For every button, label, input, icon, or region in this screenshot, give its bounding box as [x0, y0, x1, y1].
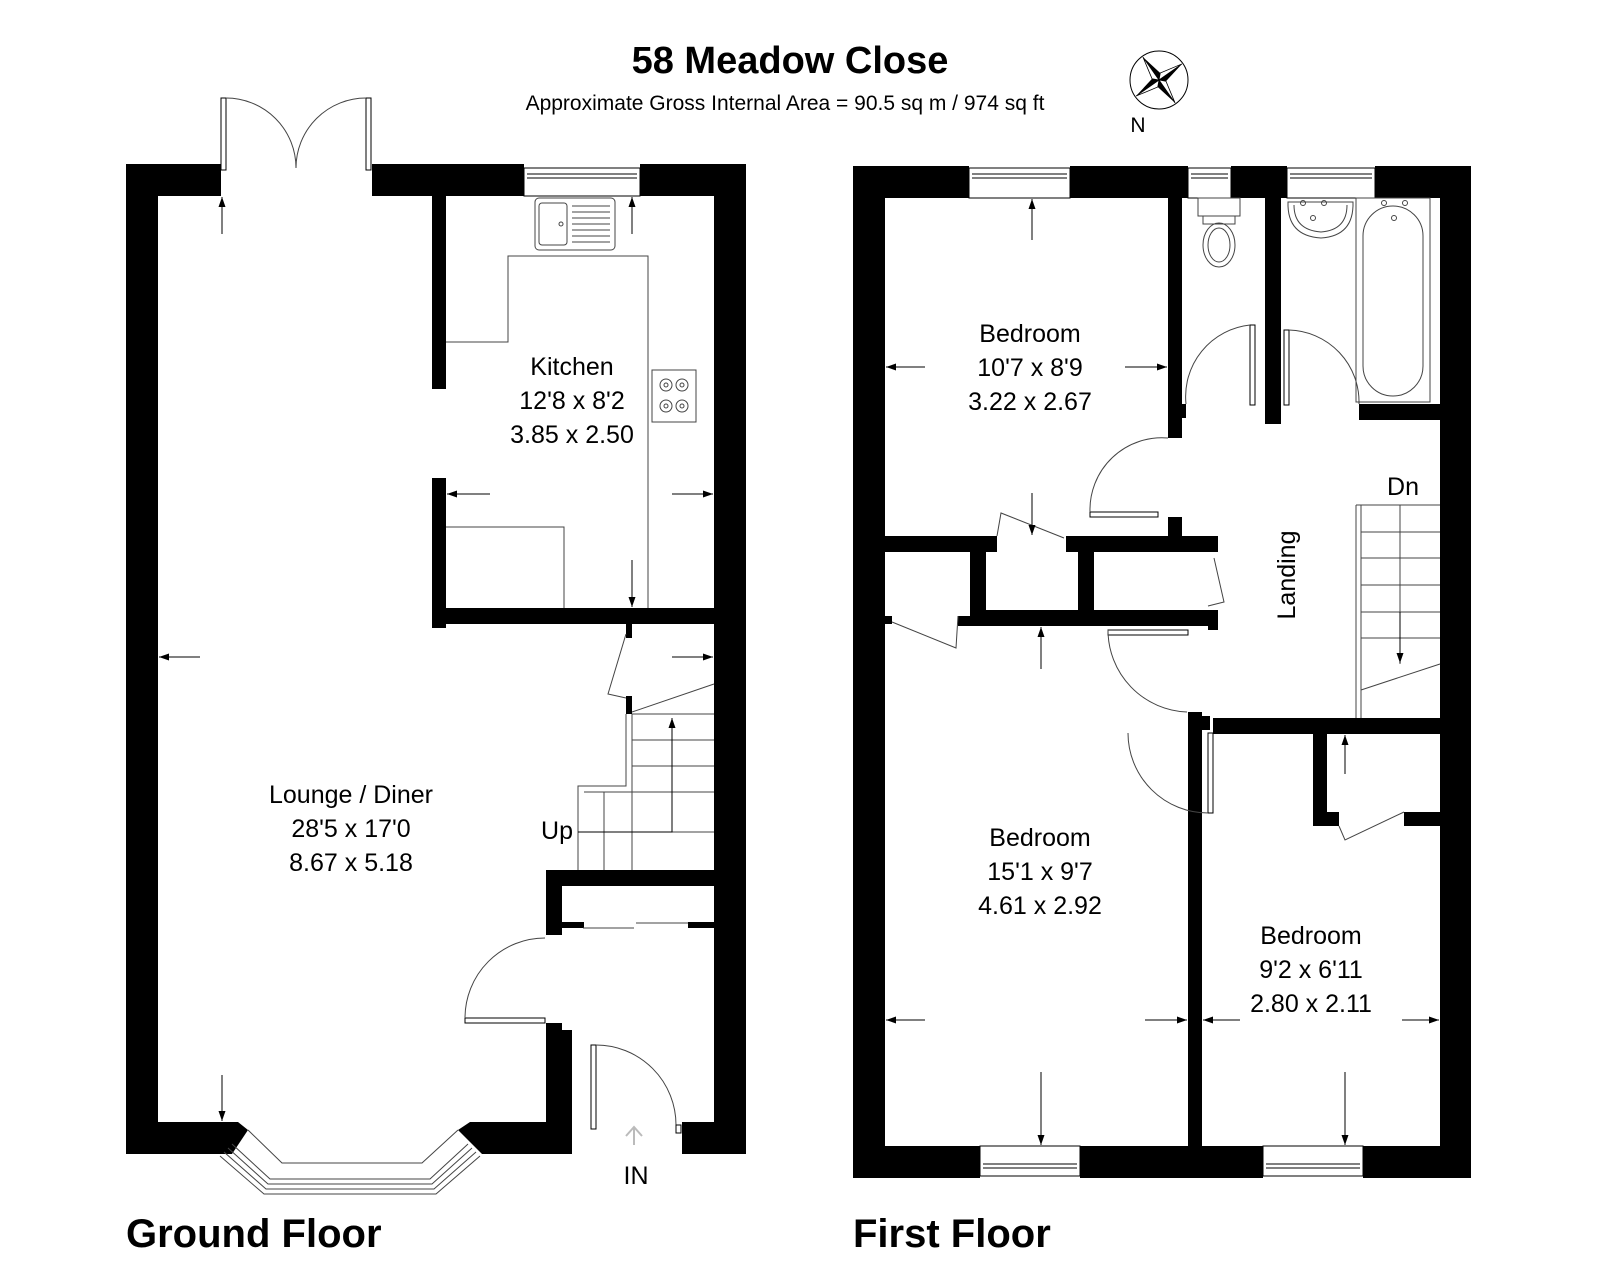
- window: [979, 1145, 1081, 1177]
- toilet-icon: [1197, 197, 1241, 268]
- svg-text:3.85 x 2.50: 3.85 x 2.50: [510, 421, 634, 449]
- entrance-label: IN: [624, 1162, 649, 1190]
- svg-text:2.80 x 2.11: 2.80 x 2.11: [1250, 990, 1372, 1018]
- room-bedroom-1: Bedroom 10'7 x 8'9 3.22 x 2.67: [968, 320, 1092, 416]
- window: [968, 167, 1071, 199]
- svg-text:10'7 x 8'9: 10'7 x 8'9: [977, 354, 1082, 382]
- ground-floor-plan: Up IN Kitchen: [126, 97, 746, 1256]
- sink-icon: [534, 197, 616, 251]
- ground-floor-label: Ground Floor: [126, 1212, 382, 1256]
- room-kitchen: Kitchen 12'8 x 8'2 3.85 x 2.50: [510, 353, 634, 449]
- staircase-down: [1355, 504, 1441, 718]
- svg-text:8.67 x 5.18: 8.67 x 5.18: [289, 849, 413, 877]
- window: [523, 167, 641, 197]
- first-floor-label: First Floor: [853, 1212, 1051, 1256]
- svg-text:Bedroom: Bedroom: [1260, 922, 1361, 950]
- svg-text:9'2 x 6'11: 9'2 x 6'11: [1259, 956, 1363, 984]
- room-bedroom-3: Bedroom 9'2 x 6'11 2.80 x 2.11: [1250, 922, 1372, 1018]
- svg-text:Lounge / Diner: Lounge / Diner: [269, 781, 433, 809]
- svg-text:Bedroom: Bedroom: [979, 320, 1080, 348]
- svg-text:15'1 x 9'7: 15'1 x 9'7: [987, 858, 1092, 886]
- room-bedroom-2: Bedroom 15'1 x 9'7 4.61 x 2.92: [978, 824, 1102, 920]
- svg-text:4.61 x 2.92: 4.61 x 2.92: [978, 892, 1102, 920]
- svg-text:Kitchen: Kitchen: [530, 353, 613, 381]
- plan-title: 58 Meadow Close: [632, 40, 949, 82]
- plan-subtitle: Approximate Gross Internal Area = 90.5 s…: [526, 92, 1045, 115]
- hob-icon: [651, 369, 697, 423]
- entrance-arrow-icon: [625, 1125, 643, 1145]
- basin-icon: [1287, 200, 1354, 239]
- landing-label: Landing: [1273, 531, 1301, 620]
- window: [1262, 1145, 1364, 1177]
- stairs-down-label: Dn: [1387, 473, 1419, 501]
- svg-text:28'5 x 17'0: 28'5 x 17'0: [291, 815, 410, 843]
- svg-text:3.22 x 2.67: 3.22 x 2.67: [968, 388, 1092, 416]
- svg-text:Bedroom: Bedroom: [989, 824, 1090, 852]
- stairs-up-label: Up: [541, 817, 573, 845]
- bay-window: [219, 1129, 481, 1195]
- bath-icon: [1355, 197, 1431, 403]
- staircase-up: [577, 713, 714, 870]
- compass-rose-icon: [1129, 50, 1189, 110]
- room-lounge-diner: Lounge / Diner 28'5 x 17'0 8.67 x 5.18: [269, 781, 433, 877]
- front-door[interactable]: [590, 1044, 682, 1134]
- compass-north-label: N: [1130, 114, 1145, 137]
- first-floor-plan: Dn Landing Bedroom 10'7 x 8'9 3.22 x 2.6…: [853, 166, 1471, 1256]
- window: [1286, 167, 1376, 199]
- window: [1187, 167, 1232, 199]
- svg-text:12'8 x 8'2: 12'8 x 8'2: [519, 387, 624, 415]
- french-doors: [220, 97, 372, 171]
